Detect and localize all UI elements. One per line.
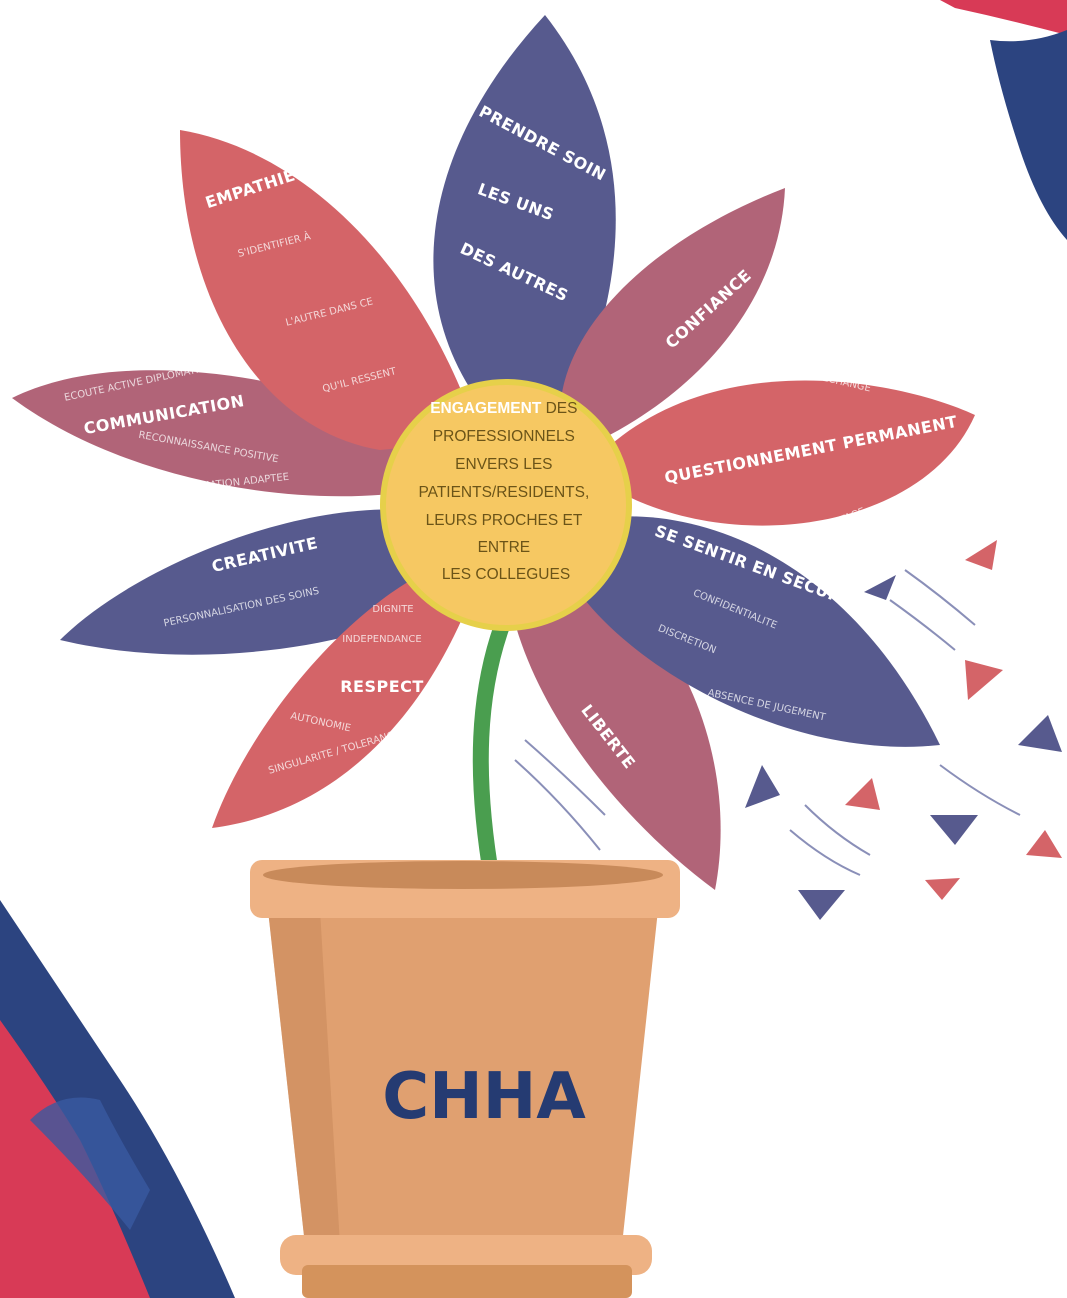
- top-right-ribbon-red: [940, 0, 1067, 35]
- confetti-triangle: [845, 778, 880, 810]
- center-text: ENGAGEMENT DES PROFESSIONNELS ENVERS LES…: [418, 400, 593, 583]
- pot-soil: [263, 861, 663, 889]
- respect-sub-2: INDEPENDANCE: [342, 634, 421, 645]
- petal-communication: [12, 370, 490, 497]
- center-disc: [380, 379, 632, 631]
- center-highlight: ENGAGEMENT: [430, 400, 542, 417]
- petal-securite: [585, 516, 940, 747]
- respect-sub-1: DIGNITE: [372, 604, 413, 615]
- confetti-triangle: [864, 575, 896, 600]
- stem: [472, 602, 516, 888]
- top-right-ribbon-blue: [990, 30, 1067, 240]
- bottom-left-ribbon-blue: [0, 900, 235, 1298]
- petals-front: [60, 15, 940, 828]
- pot-body: [268, 910, 658, 1245]
- center-line-4: PATIENTS/RESIDENTS,: [418, 484, 589, 501]
- pot-label: CHHA: [382, 1060, 586, 1134]
- swoosh-line: [939, 764, 1021, 816]
- center-line-3: ENVERS LES: [455, 456, 552, 473]
- respect-title: RESPECT: [340, 677, 424, 696]
- swoosh-line: [524, 739, 606, 816]
- confetti-triangle: [925, 878, 960, 900]
- pot-saucer-base: [302, 1265, 632, 1298]
- center-line-5: LEURS PROCHES ET: [426, 512, 583, 529]
- confetti-triangle: [798, 890, 845, 920]
- petal-respect: [212, 560, 470, 828]
- flower-center: ENGAGEMENT DES PROFESSIONNELS ENVERS LES…: [380, 379, 632, 631]
- confetti-triangle: [965, 660, 1003, 700]
- confetti-triangle: [1026, 830, 1062, 858]
- swoosh-line: [889, 599, 956, 651]
- petal-confiance: [560, 188, 785, 440]
- petal-empathie: [180, 130, 480, 450]
- confetti-triangle: [965, 540, 997, 570]
- confetti-triangle: [745, 765, 780, 808]
- swoosh-line: [789, 829, 861, 876]
- pot: CHHA: [250, 860, 680, 1298]
- swoosh-line: [804, 804, 871, 856]
- swoosh-line: [514, 759, 601, 851]
- pot-body-shade: [268, 910, 340, 1245]
- petal-prendre-soin: [433, 15, 616, 410]
- petal-questionnement: [585, 380, 975, 526]
- confetti-triangle: [1018, 715, 1062, 752]
- confetti-triangle: [930, 815, 978, 845]
- bottom-left-ribbon-light: [30, 1097, 150, 1230]
- center-line-2: PROFESSIONNELS: [433, 428, 575, 445]
- center-line-7: LES COLLEGUES: [442, 566, 570, 583]
- center-line-6: ENTRE: [478, 539, 531, 556]
- confetti: [514, 540, 1062, 920]
- petals-back: [12, 370, 975, 890]
- center-line-1: DES: [546, 400, 578, 417]
- petal-liberte: [505, 560, 721, 890]
- swoosh-line: [904, 569, 976, 626]
